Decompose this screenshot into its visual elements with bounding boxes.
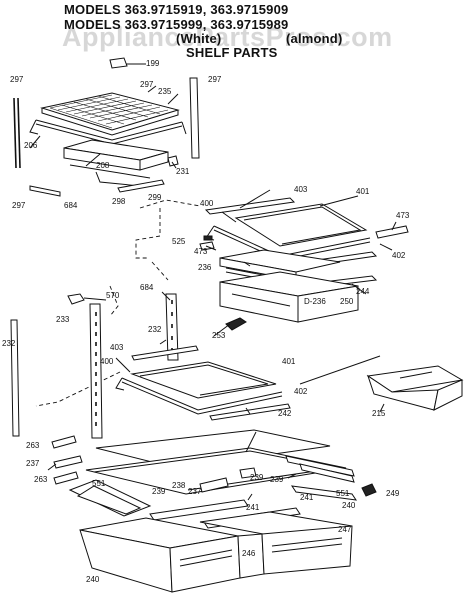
label-401-a: 401 (356, 187, 370, 196)
label-263-b: 263 (34, 475, 48, 484)
label-402-a: 402 (392, 251, 406, 260)
label-208: 208 (96, 161, 110, 170)
label-297-b: 297 (140, 80, 154, 89)
track-right (285, 455, 355, 477)
runner-551-right (290, 485, 358, 501)
side-rail-left (17, 97, 21, 169)
label-206: 206 (24, 141, 38, 150)
label-253: 253 (212, 331, 226, 340)
label-241-a: 241 (300, 493, 314, 502)
part-263-upper (51, 435, 77, 449)
label-684-a: 684 (64, 201, 78, 210)
label-299: 299 (148, 193, 162, 202)
shelf-frame-400-lower (121, 377, 283, 411)
label-551-b: 551 (336, 489, 350, 498)
label-240-b: 240 (86, 575, 100, 584)
shelf-rail-403-lower (131, 345, 199, 361)
screw-525 (203, 235, 213, 241)
shelf-rail-402-lower (209, 403, 291, 421)
long-bar-232-left (10, 319, 20, 437)
label-238: 238 (172, 481, 186, 490)
label-525: 525 (172, 237, 186, 246)
label-250: 250 (340, 297, 354, 306)
diagram-title: SHELF PARTS (186, 45, 278, 60)
label-236-a: 236 (198, 263, 212, 272)
label-231: 231 (176, 167, 190, 176)
part-263-lower (53, 471, 79, 485)
center-bracket-238 (199, 477, 229, 493)
label-684-b: 684 (140, 283, 154, 292)
color-label-white: (White) (176, 31, 222, 46)
clip-473-right (375, 225, 409, 239)
top-shelf-assembly (13, 57, 200, 197)
bracket-684-upper (29, 185, 61, 197)
label-473-a: 473 (396, 211, 410, 220)
label-239-b: 239 (250, 473, 264, 482)
label-401-b: 401 (282, 357, 296, 366)
crisper-frame (85, 447, 347, 495)
label-232-a: 232 (148, 325, 162, 334)
leader-lines (29, 63, 397, 501)
label-247: 247 (338, 525, 352, 534)
strip-241-left (149, 499, 249, 521)
lower-shelf-assembly (10, 293, 291, 439)
label-400-a: 400 (200, 199, 214, 208)
color-label-almond: (almond) (286, 31, 343, 46)
label-237-b: 237 (188, 487, 202, 496)
part-253 (225, 317, 247, 331)
label-239-a: 239 (152, 487, 166, 496)
shelf-frame (35, 119, 183, 141)
part-249 (361, 483, 377, 497)
part-239 (239, 467, 257, 479)
label-570: 570 (106, 291, 120, 300)
models-line-1: MODELS 363.9715919, 363.9715909 (64, 2, 289, 17)
label-215: 215 (372, 409, 386, 418)
label-232-b: 232 (2, 339, 16, 348)
label-235: 235 (158, 87, 172, 96)
label-d236: D-236 (304, 297, 326, 306)
clip-199 (109, 57, 128, 69)
label-402-b: 402 (294, 387, 308, 396)
label-403-b: 403 (110, 343, 124, 352)
label-199: 199 (146, 59, 160, 68)
watermark: AppliancePartsPros.com (62, 22, 393, 52)
label-297-c: 297 (208, 75, 222, 84)
label-297-a: 297 (10, 75, 24, 84)
label-249: 249 (386, 489, 400, 498)
door-bin-215 (366, 365, 464, 411)
models-line-2: MODELS 363.9715999, 363.9715989 (64, 17, 289, 32)
shelf-ladder (89, 303, 103, 439)
label-237-a: 237 (26, 459, 40, 468)
label-473-b: 473 (194, 247, 208, 256)
trim-298 (117, 179, 165, 193)
label-400-b: 400 (100, 357, 114, 366)
label-551-a: 551 (92, 479, 106, 488)
label-297-d: 297 (12, 201, 26, 210)
part-237 (53, 455, 83, 469)
label-233: 233 (56, 315, 70, 324)
middle-shelf-assembly (199, 197, 409, 331)
label-298: 298 (112, 197, 126, 206)
label-403-a: 403 (294, 185, 308, 194)
wire-shelf (40, 92, 180, 131)
label-246: 246 (242, 549, 256, 558)
label-241-b: 241 (246, 503, 260, 512)
label-239-c: 239 (270, 475, 284, 484)
side-rail-right (189, 77, 200, 159)
shelf-rail-403 (204, 197, 296, 215)
crisper-assembly (51, 429, 377, 593)
label-263-a: 263 (26, 441, 40, 450)
part-labels: 199 297 297 297 235 206 208 231 297 684 … (2, 59, 410, 584)
label-242: 242 (278, 409, 292, 418)
label-240-a: 240 (342, 501, 356, 510)
hardware-231 (167, 155, 179, 167)
bracket-570 (67, 293, 85, 305)
label-244: 244 (356, 287, 370, 296)
